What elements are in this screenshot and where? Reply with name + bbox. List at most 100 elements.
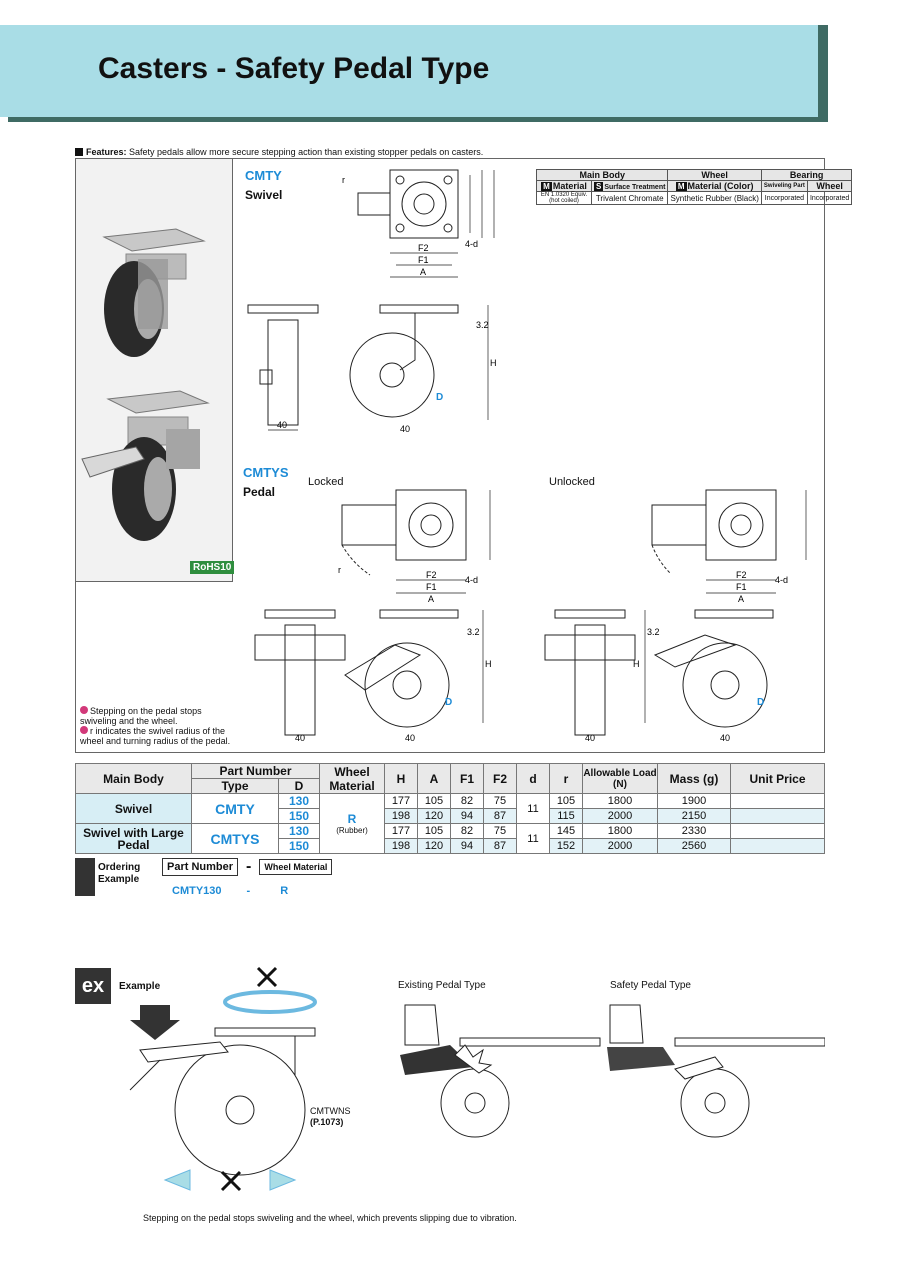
svg-text:F1: F1 [736, 582, 747, 592]
existing-pedal-label: Existing Pedal Type [398, 980, 486, 991]
svg-text:r: r [338, 565, 341, 575]
svg-text:D: D [445, 697, 452, 708]
th-r: r [549, 763, 583, 794]
dim-d: D [436, 392, 443, 403]
spec-val-material: EN 1.0320 Equiv. (hot coiled) [536, 191, 592, 205]
spec-val-wheel: Synthetic Rubber (Black) [667, 191, 762, 205]
cmtys-unlocked-top-view: F2 F1 A 4-d [651, 489, 807, 604]
example-ref: CMTWNS(P.1073) [310, 1106, 351, 1127]
page-title: Casters - Safety Pedal Type [98, 52, 490, 85]
th-type: Type [191, 778, 279, 794]
cmtys-locked-top-view: F2 F1 A 4-d r [338, 489, 491, 604]
dim-h: H [490, 358, 497, 368]
wheel-material-cell: R(Rubber) [319, 793, 385, 854]
cmtys-unlocked-side-view: H 3.2 D 40 40 [544, 609, 774, 743]
rohs-badge: RoHS10 [190, 561, 235, 574]
ordering-format: Part Number - Wheel Material [162, 858, 333, 876]
th-h: H [384, 763, 418, 794]
spec-header-bearing: Bearing [760, 169, 853, 181]
safety-pedal-label: Safety Pedal Type [610, 980, 691, 991]
title-banner [0, 25, 818, 117]
spec-val-swivel: Incorporated [760, 191, 808, 205]
spec-header-main: Main Body [535, 169, 669, 181]
ex-icon: ex [75, 968, 111, 1004]
table-row: Swivel with Large Pedal CMTYS 130 177 10… [75, 823, 825, 854]
features-text: Safety pedals allow more secure stepping… [129, 147, 484, 157]
th-wheel-material: Wheel Material [319, 763, 385, 794]
svg-text:H: H [633, 659, 640, 669]
th-d-diameter: D [278, 778, 320, 794]
svg-text:A: A [428, 594, 434, 604]
phone-icon [75, 858, 95, 896]
dim-w40b: 40 [400, 424, 410, 434]
example-caption: Stepping on the pedal stops swiveling an… [143, 1213, 517, 1223]
caster-photos [81, 228, 210, 541]
dim-hole: 4-d [465, 239, 478, 249]
bullet-square-icon [75, 148, 83, 156]
spec-val-surface: Trivalent Chromate [590, 191, 669, 205]
example-label: Example [119, 981, 161, 992]
pedal-comparison-illustration [400, 1004, 825, 1138]
svg-text:A: A [738, 594, 744, 604]
note-item: r indicates the swivel radius of the whe… [80, 726, 231, 746]
svg-text:D: D [757, 697, 764, 708]
svg-text:40: 40 [585, 733, 595, 743]
dim-f2: F2 [418, 243, 429, 253]
svg-text:F1: F1 [426, 582, 437, 592]
example-caster-illustration [129, 966, 317, 1192]
svg-text:3.2: 3.2 [647, 627, 660, 637]
unlocked-label: Unlocked [549, 476, 595, 488]
cmty-code: CMTY [245, 168, 282, 183]
cmty-top-view-drawing: F2 F1 A 4-d r [342, 169, 495, 278]
locked-label: Locked [308, 476, 344, 488]
svg-text:40: 40 [720, 733, 730, 743]
dim-f1: F1 [418, 255, 429, 265]
note-mark-icon [80, 726, 88, 734]
svg-text:F2: F2 [736, 570, 747, 580]
svg-text:3.2: 3.2 [467, 627, 480, 637]
th-mass: Mass (g) [657, 763, 731, 794]
cmtys-name: Pedal [243, 485, 276, 499]
svg-text:40: 40 [295, 733, 305, 743]
cmtys-code: CMTYS [243, 465, 289, 480]
dim-r: r [342, 175, 345, 185]
th-price: Unit Price [730, 763, 825, 794]
features-label: Features: [86, 147, 127, 157]
th-a: A [417, 763, 451, 794]
table-row: 150 198 120 94 87 152 2000 2560 [76, 838, 825, 854]
th-d: d [516, 763, 550, 794]
svg-text:H: H [485, 659, 492, 669]
th-f2: F2 [483, 763, 517, 794]
banner-shadow [8, 117, 828, 122]
note-item: Stepping on the pedal stops swiveling an… [80, 706, 202, 726]
th-load: Allowable Load (N) [582, 763, 658, 794]
dim-w40: 40 [277, 420, 287, 430]
spec-sub-wheel: Wheel [806, 180, 853, 192]
product-photo-panel [75, 158, 233, 582]
dim-a: A [420, 267, 426, 277]
svg-text:40: 40 [405, 733, 415, 743]
cmty-name: Swivel [245, 188, 283, 202]
cmtys-locked-side-view: H 3.2 D 40 40 [254, 609, 492, 743]
svg-text:F2: F2 [426, 570, 437, 580]
th-part-number: Part Number [191, 763, 320, 779]
ordering-wheel-material-box: Wheel Material [259, 859, 333, 875]
spec-val-bearing-wheel: Incorporated [806, 191, 853, 205]
ordering-part-number-box: Part Number [162, 858, 239, 876]
svg-text:4-d: 4-d [775, 575, 788, 585]
th-main-body: Main Body [75, 763, 192, 794]
features-line: Features: Safety pedals allow more secur… [75, 147, 483, 157]
cmty-side-view-drawing: 40 H 3.2 D 40 [247, 304, 497, 434]
banner-shadow [818, 25, 828, 121]
ordering-example: CMTY130-R [172, 885, 289, 897]
spec-header-wheel: Wheel [667, 169, 762, 181]
th-f1: F1 [450, 763, 484, 794]
table-row: Swivel CMTY 130 R(Rubber) 177 105 82 75 … [75, 793, 825, 854]
notes: Stepping on the pedal stops swiveling an… [80, 706, 240, 746]
spec-sub-swivel: Swiveling Part [760, 180, 808, 192]
